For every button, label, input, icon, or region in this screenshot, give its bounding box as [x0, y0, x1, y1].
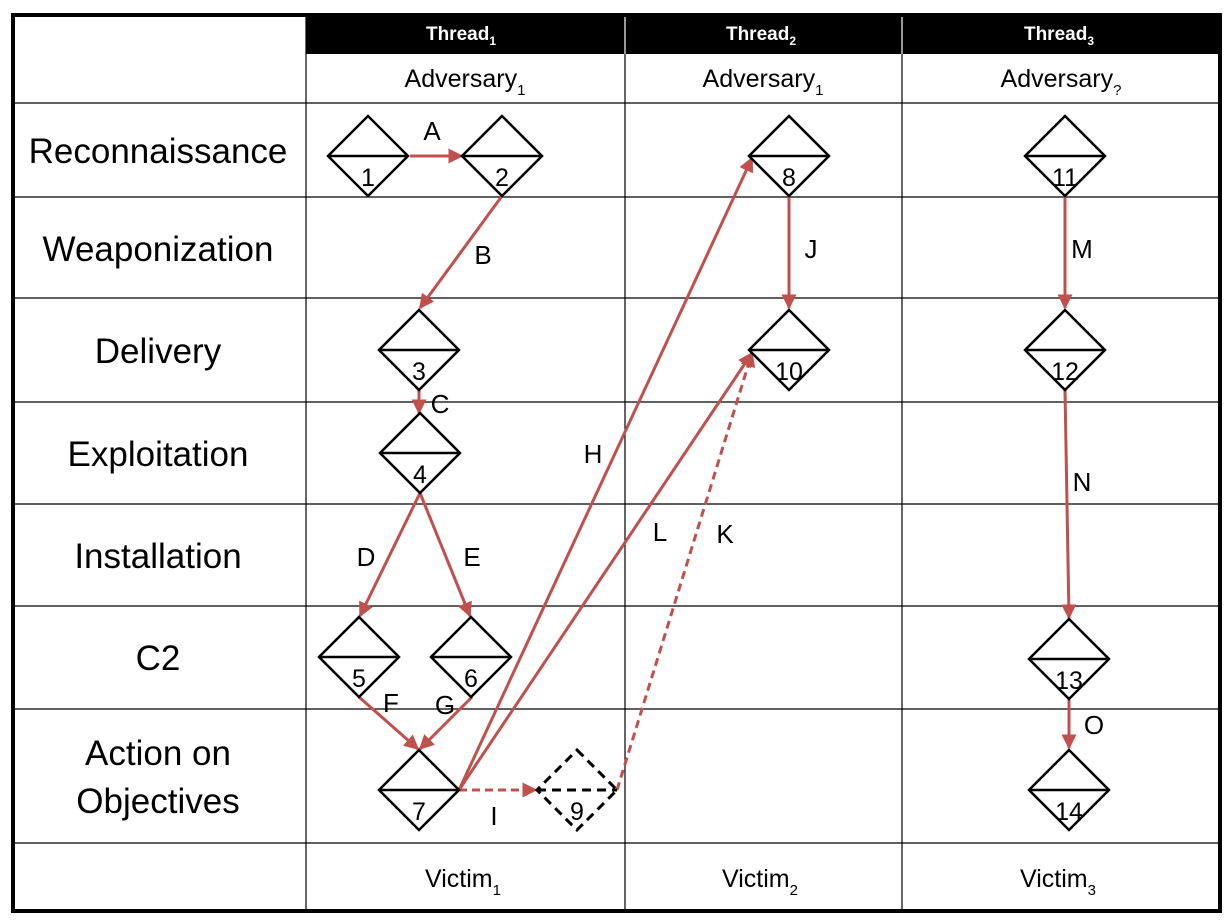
- edge-k: [615, 351, 756, 791]
- victim-label: Victim2: [722, 865, 798, 899]
- node-3: 3: [377, 308, 461, 392]
- edge-label-h: H: [584, 439, 603, 469]
- edge-label-b: B: [474, 240, 491, 270]
- node-number: 6: [464, 665, 478, 693]
- node-number: 9: [570, 798, 584, 826]
- edge-label-d: D: [357, 542, 376, 572]
- node-9: 9: [534, 747, 620, 833]
- edge-label-o: O: [1084, 710, 1104, 740]
- edge-label-g: G: [435, 690, 455, 720]
- edge-label-m: M: [1071, 234, 1093, 264]
- table-grid: [13, 15, 1220, 911]
- node-number: 4: [413, 461, 427, 489]
- thread-header: Thread2: [726, 24, 796, 48]
- phase-label: C2: [136, 639, 181, 678]
- thread-header: Thread3: [1024, 24, 1094, 48]
- phase-label: Objectives: [76, 782, 239, 821]
- node-number: 5: [352, 665, 366, 693]
- node-5: 5: [317, 615, 401, 699]
- edge-label-e: E: [463, 542, 480, 572]
- node-number: 1: [361, 164, 375, 192]
- phase-label: Reconnaissance: [29, 132, 288, 171]
- diamond-shape: [534, 747, 620, 833]
- node-number: 2: [495, 164, 509, 192]
- edge-label-a: A: [423, 116, 441, 146]
- edge-label-j: J: [805, 234, 818, 264]
- edge-e: [418, 492, 472, 618]
- phase-label: Exploitation: [68, 435, 249, 474]
- phase-label: Installation: [74, 537, 241, 576]
- node-number: 11: [1052, 164, 1078, 192]
- phase-label: Delivery: [95, 332, 222, 371]
- node-number: 7: [412, 798, 426, 826]
- node-number: 10: [775, 358, 803, 386]
- node-number: 3: [412, 358, 426, 386]
- node-number: 8: [782, 164, 796, 192]
- victim-label: Victim1: [425, 865, 501, 899]
- thread-header: Thread1: [426, 24, 496, 48]
- edge-label-c: C: [431, 389, 450, 419]
- table-border: [11, 13, 1222, 913]
- victim-label: Victim3: [1020, 865, 1096, 899]
- edge-n: [1061, 389, 1077, 620]
- node-6: 6: [429, 615, 513, 699]
- node-2: 2: [460, 114, 544, 198]
- adversary-label: Adversary?: [1001, 65, 1122, 99]
- node-7: 7: [377, 748, 461, 832]
- node-8: 8: [747, 114, 831, 198]
- node-13: 13: [1027, 617, 1111, 701]
- node-10: 10: [747, 308, 831, 392]
- edge-h: [457, 156, 754, 791]
- node-1: 1: [326, 114, 410, 198]
- phase-label: Action on: [85, 734, 231, 773]
- edge-f: [358, 695, 420, 751]
- adversary-label: Adversary1: [703, 65, 824, 99]
- edge-label-n: N: [1073, 467, 1092, 497]
- edge-g: [418, 695, 474, 751]
- node-4: 4: [378, 411, 462, 495]
- node-number: 12: [1051, 358, 1079, 386]
- node-11: 11: [1023, 114, 1107, 198]
- edge-label-l: L: [653, 517, 667, 547]
- edge-label-k: K: [716, 519, 734, 549]
- edge-b: [418, 195, 504, 310]
- phase-label: Weaponization: [43, 230, 274, 269]
- node-number: 14: [1055, 798, 1083, 826]
- edge-label-i: I: [490, 801, 497, 831]
- edge-d: [358, 492, 422, 618]
- edge-l: [457, 351, 754, 791]
- edge-label-f: F: [383, 688, 399, 718]
- node-number: 13: [1055, 667, 1083, 695]
- thread-header-bar: [306, 15, 1220, 54]
- node-12: 12: [1023, 308, 1107, 392]
- adversary-label: Adversary1: [405, 65, 526, 99]
- node-14: 14: [1027, 748, 1111, 832]
